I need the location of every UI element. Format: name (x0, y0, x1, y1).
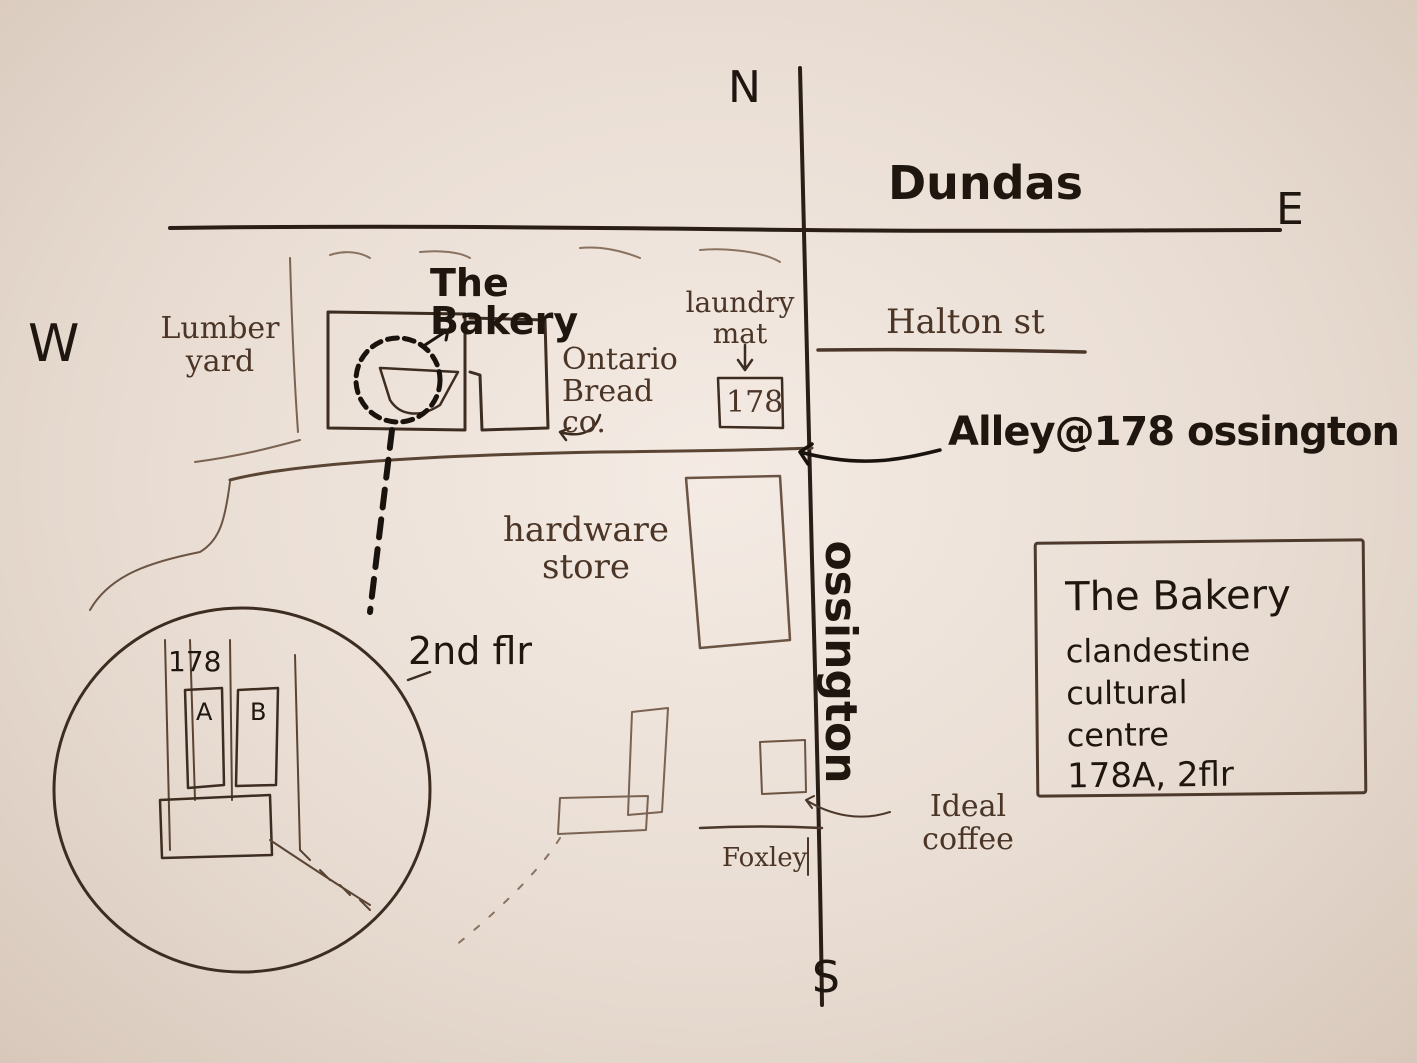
street-label-foxley: Foxley (722, 843, 808, 873)
halton-street-line (816, 347, 1087, 354)
info-card-title: The Bakery (1065, 572, 1292, 621)
zoom-connector (367, 427, 395, 615)
info-card-line-2: cultural (1066, 673, 1188, 713)
info-card-line-3: centre (1066, 715, 1170, 755)
alley-label: Alley@178 ossington (948, 409, 1400, 455)
zoom-door-a: A (196, 698, 213, 726)
zoom-detail-circle (52, 606, 432, 974)
zoom-door-number: 178 (168, 645, 222, 678)
info-card-line-4: 178A, 2flr (1066, 754, 1235, 797)
floor-label: 2nd flr (408, 629, 533, 673)
building-178-label: 178 (726, 385, 784, 420)
ideal-coffee-label: Ideal coffee (922, 789, 1014, 857)
street-label-ossington: ossington (815, 540, 866, 784)
ideal-coffee-building (759, 739, 807, 795)
hardware-store-building (684, 474, 792, 650)
info-card: The Bakery clandestine cultural centre 1… (1033, 538, 1368, 798)
hardware-store-label: hardware store (503, 510, 669, 588)
bakery-marker-circle (353, 335, 443, 425)
building-178-box (716, 376, 785, 430)
ontario-bread-label: Ontario Bread co. (562, 342, 678, 440)
bakery-label: The Bakery (430, 261, 579, 343)
alley-line (228, 446, 814, 482)
compass-east: E (1276, 184, 1304, 235)
compass-south: S (812, 952, 840, 1003)
bakery-building (326, 310, 467, 432)
street-label-halton: Halton st (886, 302, 1045, 342)
foxley-street-line (698, 825, 824, 830)
zoom-door-b: B (250, 698, 267, 726)
street-label-dundas: Dundas (888, 156, 1084, 210)
compass-north: N (728, 62, 761, 113)
info-card-line-1: clandestine (1065, 630, 1251, 671)
laundry-mat-label: laundry mat (685, 286, 795, 350)
lumber-yard-label: Lumber yard (160, 311, 280, 379)
dundas-street-line (168, 224, 1282, 233)
compass-west: W (28, 314, 80, 374)
ossington-street-line (798, 66, 824, 1007)
